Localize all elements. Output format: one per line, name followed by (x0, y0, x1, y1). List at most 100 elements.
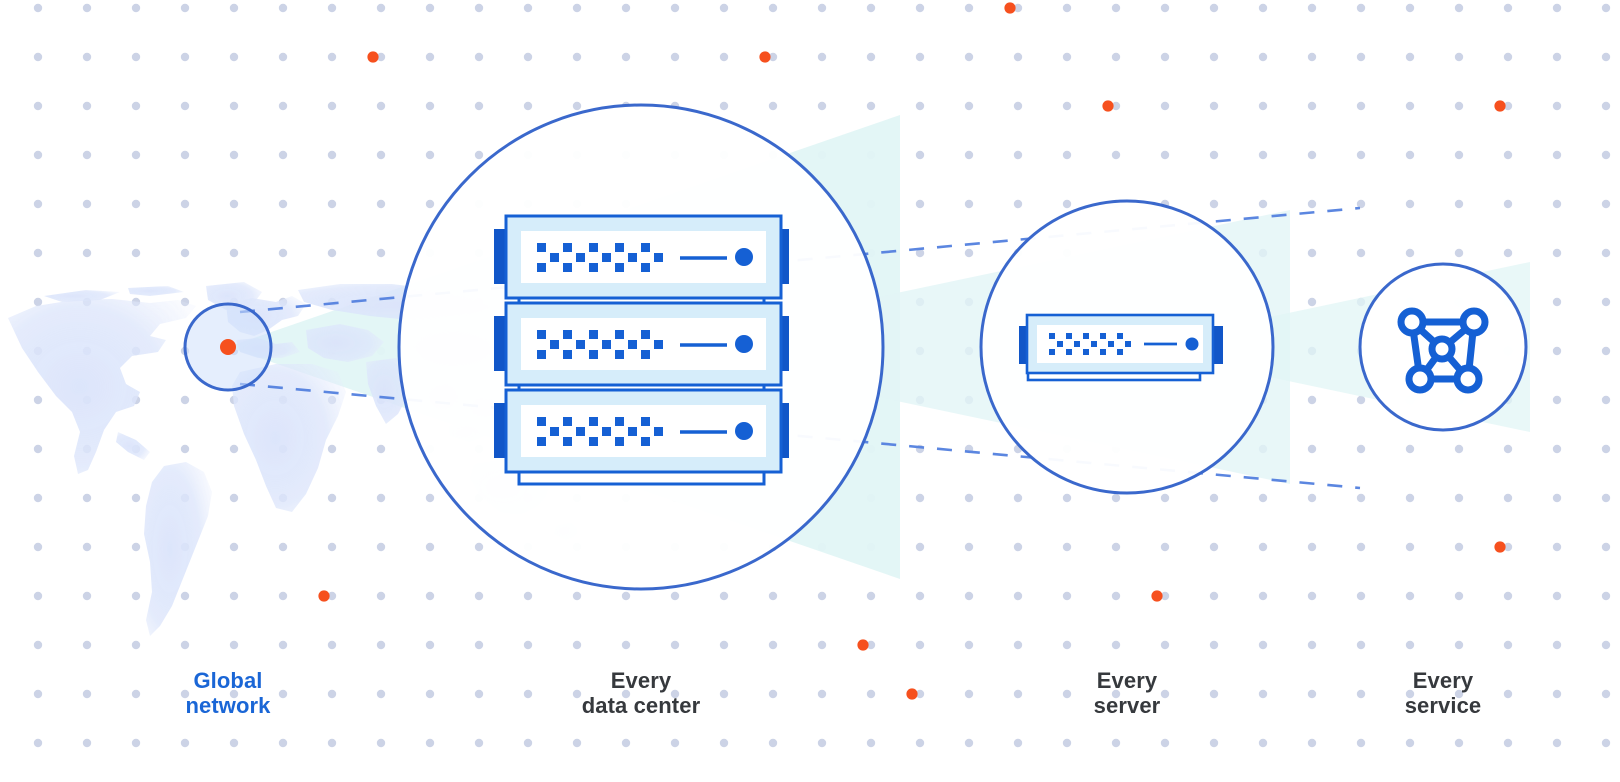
grid-dot (33, 297, 43, 307)
grid-dot (131, 493, 141, 503)
grid-dot (376, 493, 386, 503)
grid-dot (425, 689, 435, 699)
grid-dot (1405, 542, 1415, 552)
grid-dot (180, 444, 190, 454)
grid-dot (1405, 444, 1415, 454)
grid-dot (964, 493, 974, 503)
grid-dot (1552, 199, 1562, 209)
grid-dot (964, 101, 974, 111)
grid-dot (915, 101, 925, 111)
global-network-highlight (183, 302, 273, 392)
grid-dot (82, 3, 92, 13)
grid-dot (1552, 444, 1562, 454)
grid-dot (425, 591, 435, 601)
grid-dot (964, 591, 974, 601)
grid-dot (1503, 150, 1513, 160)
grid-dot (915, 3, 925, 13)
grid-dot (572, 3, 582, 13)
grid-dot (131, 199, 141, 209)
grid-dot (278, 199, 288, 209)
grid-dot (1013, 640, 1023, 650)
rack-unit (494, 388, 789, 474)
mesh-node-top-right (1459, 307, 1489, 337)
grid-dot (33, 3, 43, 13)
grid-dot (1307, 444, 1317, 454)
grid-dot (425, 101, 435, 111)
grid-dot (180, 199, 190, 209)
grid-dot (1454, 689, 1464, 699)
grid-dot (1503, 640, 1513, 650)
grid-dot (1601, 738, 1611, 748)
grid-dot (327, 248, 337, 258)
rack-unit (494, 214, 789, 300)
grid-dot (131, 542, 141, 552)
grid-dot (1601, 395, 1611, 405)
grid-dot (1503, 3, 1513, 13)
grid-dot (964, 3, 974, 13)
grid-dot (229, 101, 239, 111)
grid-dot (621, 52, 631, 62)
grid-dot (866, 738, 876, 748)
grid-dot (1160, 689, 1170, 699)
grid-dot (82, 542, 92, 552)
grid-dot (1503, 248, 1513, 258)
grid-dot (1111, 101, 1121, 111)
grid-dot (327, 640, 337, 650)
global-network-marker-dot (220, 339, 236, 355)
grid-dot (376, 52, 386, 62)
grid-dot (33, 248, 43, 258)
grid-dot (1356, 542, 1366, 552)
grid-dot (1160, 738, 1170, 748)
grid-dot (1307, 395, 1317, 405)
grid-dot (1111, 3, 1121, 13)
rack-unit-vent-dots (537, 243, 663, 272)
server-unit-vent-dots (1049, 333, 1131, 355)
grid-dot (1209, 101, 1219, 111)
grid-dot (278, 640, 288, 650)
grid-dot (180, 689, 190, 699)
grid-dot (1405, 689, 1415, 699)
grid-dot (1454, 591, 1464, 601)
grid-dot (474, 542, 484, 552)
grid-dot (1111, 52, 1121, 62)
grid-dot (1062, 689, 1072, 699)
grid-dot (180, 395, 190, 405)
grid-dot (572, 640, 582, 650)
grid-dot (915, 493, 925, 503)
grid-dot (1601, 297, 1611, 307)
grid-dot (866, 52, 876, 62)
grid-dot (1062, 3, 1072, 13)
grid-dot (1013, 199, 1023, 209)
grid-dot (327, 3, 337, 13)
grid-dot (229, 542, 239, 552)
grid-dot (131, 101, 141, 111)
grid-dot (1356, 640, 1366, 650)
grid-dot (523, 640, 533, 650)
grid-dot (229, 493, 239, 503)
grid-dot (1454, 493, 1464, 503)
grid-dot (1405, 199, 1415, 209)
grid-dot (1062, 150, 1072, 160)
grid-dot (474, 150, 484, 160)
grid-dot (33, 395, 43, 405)
grid-dot (768, 3, 778, 13)
grid-dot (1209, 199, 1219, 209)
grid-dot (768, 52, 778, 62)
grid-dot (1209, 738, 1219, 748)
grid-dot (1209, 3, 1219, 13)
grid-dot (1307, 150, 1317, 160)
grid-dot (1209, 52, 1219, 62)
grid-dot (1405, 640, 1415, 650)
grid-dot (33, 52, 43, 62)
grid-dot (82, 640, 92, 650)
grid-dot (376, 150, 386, 160)
grid-dot (1601, 689, 1611, 699)
grid-dot (768, 689, 778, 699)
grid-dot (1503, 52, 1513, 62)
grid-dot (82, 101, 92, 111)
grid-dot (425, 640, 435, 650)
grid-dot (1013, 738, 1023, 748)
grid-dot (964, 738, 974, 748)
grid-dot (915, 542, 925, 552)
grid-dot (1160, 3, 1170, 13)
